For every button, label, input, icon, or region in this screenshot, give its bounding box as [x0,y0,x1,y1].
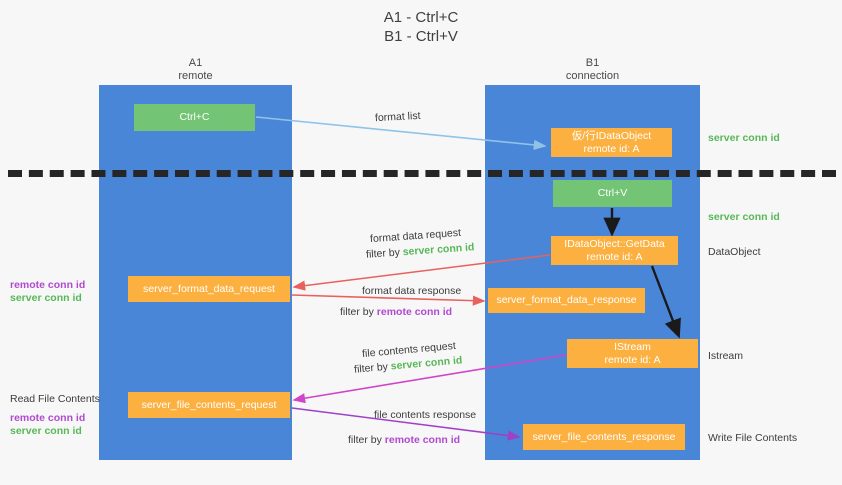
box-getdata-line2: remote id: A [586,250,643,263]
box-ctrl-v-label: Ctrl+V [597,187,628,200]
column-a1-name: A1 [188,57,203,69]
label-server-conn-id-top: server conn id [708,132,780,144]
column-header-a1: A1 remote [119,57,272,83]
box-server-format-data-request[interactable]: server_format_data_request [128,276,290,302]
box-server-file-contents-request-label: server_file_contents_request [141,398,277,411]
label-server-conn-id-left-bottom: server conn id [10,425,82,437]
title-line-1: A1 - Ctrl+C [383,9,459,26]
flow-label-file-contents-response: file contents response [374,409,477,421]
title-line-2: B1 - Ctrl+V [384,28,458,45]
column-a1-sub: remote [178,70,213,82]
box-idataobject[interactable]: 仮/行IDataObject remote id: A [551,128,672,157]
label-remote-conn-id-top: remote conn id [10,279,86,291]
flow-label-format-list: format list [374,109,421,125]
label-write-file-contents: Write File Contents [708,432,798,444]
label-left-conn-ids-top: remote conn id server conn id [10,279,85,305]
label-read-file-contents: Read File Contents [10,393,100,405]
box-ctrl-c-label: Ctrl+C [179,111,210,124]
box-istream-line1: IStream [614,341,651,353]
box-idataobject-getdata[interactable]: IDataObject::GetData remote id: A [551,236,678,265]
box-getdata-line1: IDataObject::GetData [564,238,665,250]
label-left-conn-ids-bottom: remote conn id server conn id [10,412,85,438]
diagram-title: A1 - Ctrl+C B1 - Ctrl+V [0,8,842,46]
flow-filter-file-contents-response: filter by remote conn id [348,434,460,447]
box-idataobject-line1: 仮/行IDataObject [571,130,652,142]
box-server-format-data-response-label: server_format_data_response [496,294,637,307]
box-istream-line2: remote id: A [604,353,661,366]
box-istream[interactable]: IStream remote id: A [567,339,698,368]
column-header-b1: B1 connection [510,57,675,83]
flow-label-format-data-response: format data response [362,285,462,297]
flow-filter-format-data-response: filter by remote conn id [340,306,452,319]
column-b1-name: B1 [585,57,600,69]
box-ctrl-v[interactable]: Ctrl+V [553,180,672,207]
box-server-file-contents-request[interactable]: server_file_contents_request [128,392,290,418]
flow-filter-value-4: remote conn id [384,434,461,446]
label-server-conn-id-left-top: server conn id [10,292,82,304]
flow-filter-prefix-4: filter by [348,434,385,446]
flow-filter-prefix-2: filter by [340,306,377,318]
flow-filter-prefix-1: filter by [365,246,404,261]
box-ctrl-c[interactable]: Ctrl+C [134,104,255,131]
label-dataobject: DataObject [708,246,761,258]
box-idataobject-line2: remote id: A [583,142,640,155]
label-istream: Istream [708,350,744,362]
box-server-file-contents-response[interactable]: server_file_contents_response [523,424,685,450]
column-b1-sub: connection [565,70,620,82]
box-server-format-data-request-label: server_format_data_request [143,282,275,295]
flow-filter-value-2: remote conn id [376,306,453,318]
box-server-format-data-response[interactable]: server_format_data_response [488,288,645,313]
label-server-conn-id-mid: server conn id [708,211,780,223]
label-remote-conn-id-bottom: remote conn id [10,412,86,424]
clipboard-boundary-divider [8,170,836,177]
box-server-file-contents-response-label: server_file_contents_response [532,430,676,443]
flow-filter-value-1: server conn id [402,241,475,259]
flow-filter-prefix-3: filter by [353,360,392,376]
